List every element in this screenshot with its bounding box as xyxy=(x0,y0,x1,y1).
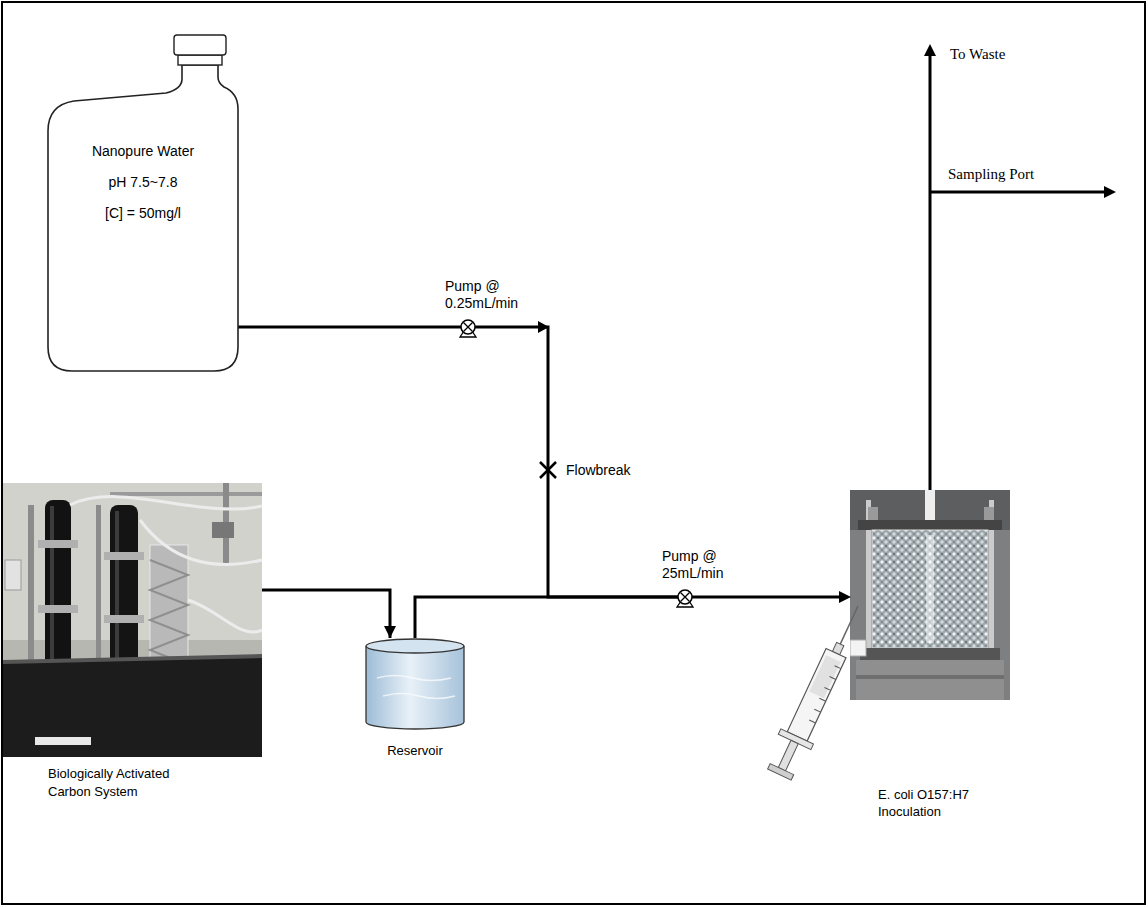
bac-photo xyxy=(38,540,78,548)
waste-outlet-arrow xyxy=(929,55,932,490)
reactor-inlet-arrow xyxy=(692,596,841,599)
syringe-illustration xyxy=(835,666,841,669)
bac-photo xyxy=(140,520,262,564)
pump-cross xyxy=(464,323,473,332)
bac-photo xyxy=(3,483,262,757)
reactor-photo xyxy=(984,507,994,520)
node-text: Biologically Activated Carbon System xyxy=(48,765,198,801)
flow-line xyxy=(415,597,678,638)
bac-photo xyxy=(35,737,91,745)
pump-symbol: Pump @ 0.25mL/min xyxy=(461,320,475,334)
node-text: Pump @ 25mL/min xyxy=(662,548,754,582)
inoculation-label: E. coli O157:H7 Inoculation xyxy=(878,786,993,820)
water-ripple xyxy=(377,676,455,699)
syringe-illustration xyxy=(840,606,858,644)
reactor-photo xyxy=(850,490,1010,530)
bac-photo xyxy=(50,506,54,684)
bac-photo xyxy=(70,497,262,509)
syringe-illustration xyxy=(809,655,840,698)
reactor-photo xyxy=(872,530,988,648)
outlet-label: Sampling Port xyxy=(948,166,1034,183)
syringe-illustration xyxy=(809,720,815,723)
bac-photo xyxy=(150,560,188,665)
node-text: pH 7.5~7.8 xyxy=(109,174,178,191)
waste-outlet-arrow xyxy=(924,44,936,490)
node-text: Nanopure Water xyxy=(92,143,194,160)
pump-symbol: Pump @ 25mL/min xyxy=(678,590,692,604)
pump-symbol-outline xyxy=(678,590,692,604)
bac-photo xyxy=(188,600,262,632)
water-jug: Nanopure Water pH 7.5~7.8 [C] = 50mg/l xyxy=(48,35,238,371)
reactor-photo xyxy=(858,520,1002,530)
syringe-illustration xyxy=(819,698,825,701)
bac-photo xyxy=(38,605,78,613)
reactor-photo xyxy=(850,640,866,656)
bac-photo xyxy=(3,656,262,757)
reservoir-tank: Reservoir xyxy=(365,638,465,763)
bac-photo xyxy=(110,492,262,496)
syringe-illustration xyxy=(778,740,798,771)
flow-line xyxy=(475,327,678,597)
sampling-port-arrow xyxy=(1104,186,1116,198)
outlet-label: To Waste xyxy=(950,46,1005,63)
node-text: Pump @ 0.25mL/min xyxy=(445,278,537,312)
node-text: [C] = 50mg/l xyxy=(105,205,181,222)
syringe-illustration xyxy=(814,709,820,712)
jug-body xyxy=(48,65,238,371)
bac-photo xyxy=(212,522,234,538)
sampling-port-arrow xyxy=(930,191,1106,194)
waste-outlet-arrow xyxy=(924,44,936,56)
bac-photo xyxy=(3,640,262,757)
pump-cross xyxy=(681,593,690,602)
reactor-photo xyxy=(925,490,935,520)
syringe-illustration xyxy=(787,648,846,741)
reactor-photo xyxy=(856,675,1004,679)
bac-photo xyxy=(5,560,21,590)
sampling-port-arrow xyxy=(930,186,1116,198)
reactor-photo xyxy=(850,490,1010,700)
bac-photo xyxy=(104,552,144,560)
reactor-inlet-arrow xyxy=(692,591,851,603)
bac-photo xyxy=(28,505,34,675)
bac-photo xyxy=(3,483,262,757)
water-jug-outline xyxy=(48,35,238,371)
reservoir-top xyxy=(366,639,464,653)
flow-line xyxy=(238,326,461,329)
bac-photo xyxy=(115,511,119,683)
carbon-system: Biologically Activated Carbon System xyxy=(3,483,262,803)
syringe-illustration xyxy=(763,598,874,782)
reactor-photo xyxy=(856,660,1004,700)
pump-circle xyxy=(461,320,475,334)
bac-photo xyxy=(104,615,144,623)
reactor-photo xyxy=(868,507,878,520)
reactor-inlet-arrow xyxy=(839,591,851,603)
syringe-illustration xyxy=(768,764,794,780)
pump-circle xyxy=(678,590,692,604)
syringe-illustration xyxy=(830,677,836,680)
flowbreak-label: Flowbreak xyxy=(566,462,631,479)
flow-line xyxy=(262,590,390,638)
reactor-photo xyxy=(926,535,934,643)
jug-cap xyxy=(174,35,226,55)
reservoir-body xyxy=(366,646,464,729)
syringe-illustration xyxy=(824,687,830,690)
reactor-photo xyxy=(860,648,1000,660)
jug-neck xyxy=(178,55,222,65)
bac-photo xyxy=(3,656,262,662)
node-text: Reservoir xyxy=(365,742,465,759)
reactor-photo xyxy=(850,490,1010,700)
pump-symbol-outline xyxy=(461,320,475,334)
bac-photo xyxy=(96,505,101,675)
